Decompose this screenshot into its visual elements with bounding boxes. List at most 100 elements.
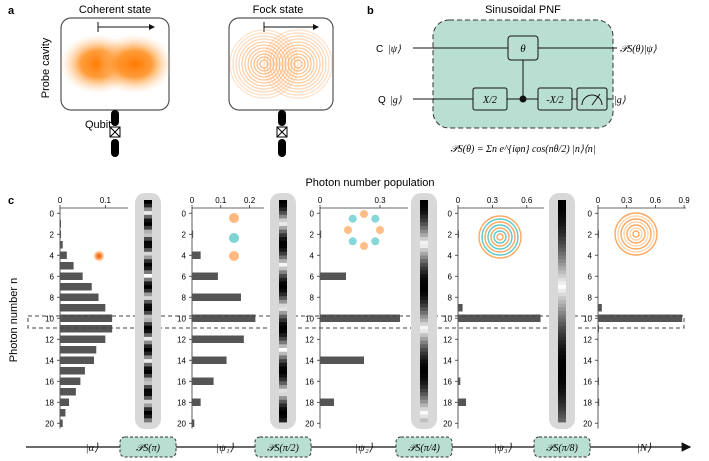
fock-ring (235, 35, 293, 93)
stripe-segment (279, 288, 287, 293)
stripe-segment (420, 407, 428, 412)
wigner-psi2-lobe (371, 237, 380, 246)
stripe-segment (558, 329, 566, 334)
operator-label: 𝒫S(π/4) (408, 443, 440, 454)
stripe-segment (279, 407, 287, 412)
stripe-segment (558, 222, 566, 227)
fock-qubit (276, 110, 288, 157)
y-tick-label: 0 (50, 209, 55, 218)
stripe-segment (144, 325, 152, 330)
bar-n15 (60, 367, 85, 375)
bar-n16 (192, 377, 214, 385)
stripe-segment (558, 266, 566, 271)
stripe-segment (279, 351, 287, 356)
wigner-psi1-lobe (229, 233, 239, 243)
stripe-segment (144, 373, 152, 378)
stripe-segment (558, 396, 566, 401)
stripe-segment (420, 325, 428, 330)
x-tick-label: 0 (58, 196, 63, 205)
stripe-segment (144, 336, 152, 341)
stripe-segment (144, 211, 152, 216)
stripe-segment (144, 362, 152, 367)
y-tick-label: 0 (448, 209, 453, 218)
y-tick-label: 20 (177, 419, 186, 428)
probe-cavity-label: Probe cavity (40, 37, 52, 98)
stripe-segment (558, 359, 566, 364)
stripe-segment (558, 348, 566, 353)
stripe-segment (279, 285, 287, 290)
stripe-segment (279, 325, 287, 330)
stripe-segment (144, 299, 152, 304)
stripe-segment (279, 418, 287, 423)
stripe-segment (279, 362, 287, 367)
bar-n18 (320, 398, 334, 406)
pnf-title: Sinusoidal PNF (485, 4, 561, 16)
state-label: |α⟩ (85, 442, 99, 454)
y-tick-label: 8 (448, 293, 453, 302)
fock-ring (256, 56, 272, 72)
stripe-segment (420, 244, 428, 249)
stripe-segment (144, 340, 152, 345)
stripe-segment (420, 233, 428, 238)
stripe-segment (420, 214, 428, 219)
stripe-segment (420, 366, 428, 371)
panel-a-label: a (8, 5, 15, 17)
stripe-segment (144, 348, 152, 353)
y-tick-label: 10 (305, 314, 314, 323)
stripe-segment (144, 259, 152, 264)
x-tick-label: 0.3 (621, 196, 633, 205)
stripe-segment (420, 370, 428, 375)
x-tick-label: 0.6 (521, 196, 533, 205)
stripe-segment (420, 218, 428, 223)
stripe-segment (144, 403, 152, 408)
fock-ring (229, 29, 299, 99)
bar-n11 (60, 325, 113, 333)
y-tick-label: 20 (305, 419, 314, 428)
stripe-segment (144, 314, 152, 319)
stripe-segment (558, 296, 566, 301)
stripe-segment (558, 392, 566, 397)
x-tick-label: 0 (596, 196, 601, 205)
stripe-segment (279, 307, 287, 312)
wigner-psi3-ring (490, 227, 510, 247)
stripe-segment (558, 207, 566, 212)
stripe-segment (558, 388, 566, 393)
fock-ring (281, 47, 315, 81)
bar-n10 (192, 314, 256, 322)
x-tick-label: 0.9 (679, 196, 691, 205)
panel-b-label: b (367, 5, 374, 17)
control-dot (519, 95, 527, 103)
stripe-segment (420, 288, 428, 293)
y-tick-label: 2 (182, 230, 187, 239)
stripe-segment (420, 259, 428, 264)
stripe-segment (420, 299, 428, 304)
stripe-segment (279, 200, 287, 205)
stripe-segment (558, 244, 566, 249)
operator-box (254, 436, 312, 458)
stripe-segment (558, 303, 566, 308)
y-tick-label: 0 (588, 209, 593, 218)
y-tick-label: 4 (588, 251, 593, 260)
stripe-segment (144, 203, 152, 208)
stripe-segment (279, 318, 287, 323)
stripe-segment (420, 351, 428, 356)
y-tick-label: 16 (45, 377, 54, 386)
wigner-n-ring (629, 227, 643, 241)
stripe-segment (279, 414, 287, 419)
bar-n1 (60, 220, 61, 228)
bar-n6 (192, 272, 218, 280)
operator-box (395, 436, 453, 458)
stripe-segment (420, 410, 428, 415)
stripe-segment (144, 255, 152, 260)
stripe-segment (144, 214, 152, 219)
stripe-segment (420, 225, 428, 230)
state-label: |ψ₃⟩ (494, 442, 513, 454)
stripe-segment (420, 403, 428, 408)
stripe-segment (558, 381, 566, 386)
stripe-segment (558, 225, 566, 230)
stripe-segment (144, 207, 152, 212)
stripe-segment (558, 311, 566, 316)
y-tick-label: 6 (448, 272, 453, 281)
